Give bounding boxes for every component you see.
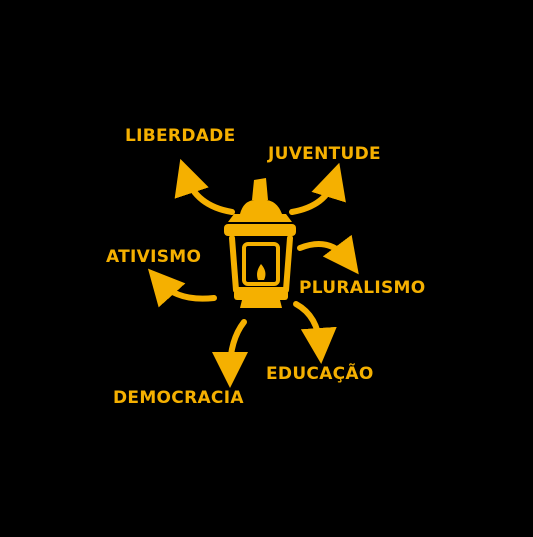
- label-juventude: JUVENTUDE: [268, 144, 381, 164]
- label-democracia: DEMOCRACIA: [113, 388, 244, 408]
- arrow-to-pluralismo: [297, 234, 359, 275]
- arrow-to-democracia: [212, 319, 249, 388]
- lantern-icon: [224, 178, 296, 308]
- label-liberdade: LIBERDADE: [125, 126, 236, 146]
- arrow-to-educacao: [293, 301, 337, 364]
- label-educacao: EDUCAÇÃO: [266, 364, 374, 384]
- label-pluralismo: PLURALISMO: [299, 278, 426, 298]
- arrow-to-ativismo: [147, 268, 217, 308]
- arrow-to-liberdade: [174, 158, 235, 215]
- label-ativismo: ATIVISMO: [106, 247, 202, 267]
- arrow-to-juventude: [289, 162, 346, 215]
